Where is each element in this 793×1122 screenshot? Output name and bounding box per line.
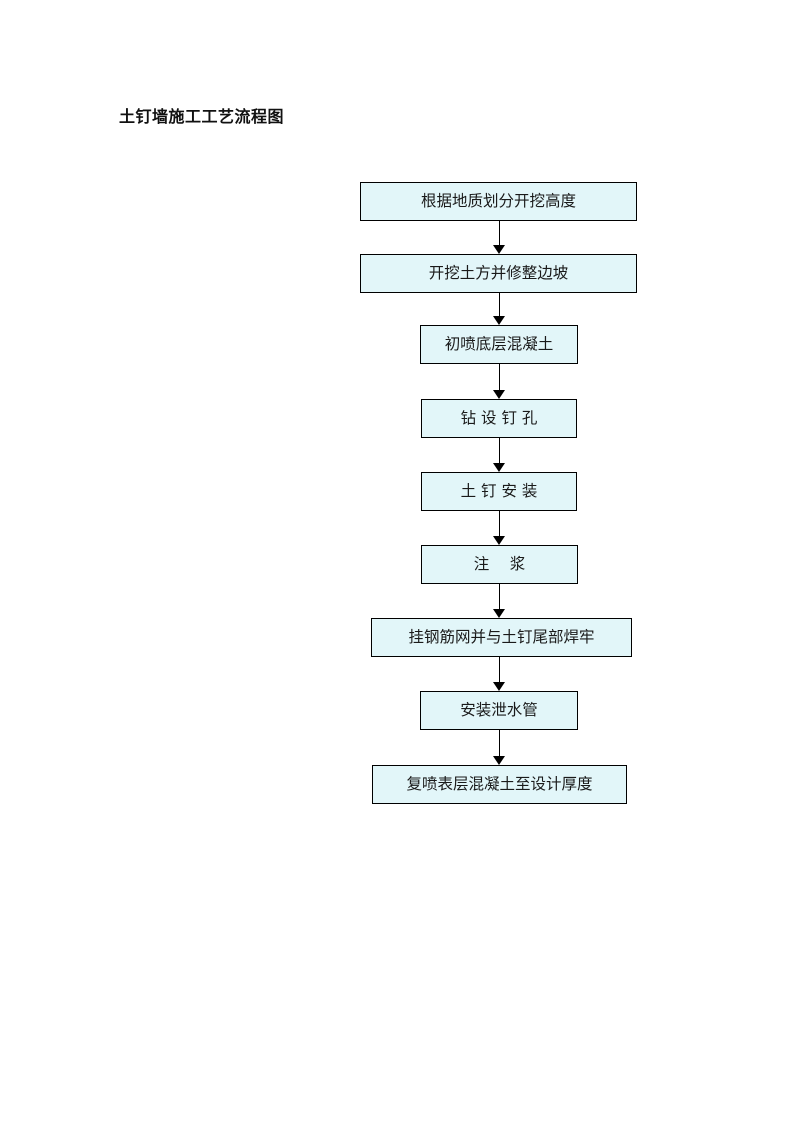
flow-arrow bbox=[493, 221, 506, 254]
arrow-line bbox=[499, 657, 500, 682]
flow-arrow bbox=[493, 364, 506, 399]
arrow-line bbox=[499, 438, 500, 463]
arrow-line bbox=[499, 293, 500, 316]
flow-node-step-3: 初喷底层混凝土 bbox=[420, 325, 578, 364]
flow-node-label: 复喷表层混凝土至设计厚度 bbox=[406, 774, 593, 793]
flow-arrow bbox=[493, 293, 506, 325]
flow-node-step-1: 根据地质划分开挖高度 bbox=[360, 182, 637, 221]
flow-node-label: 根据地质划分开挖高度 bbox=[420, 191, 576, 210]
arrow-line bbox=[499, 730, 500, 756]
arrow-head-icon bbox=[493, 245, 505, 254]
flow-node-label: 初喷底层混凝土 bbox=[444, 334, 554, 353]
arrow-line bbox=[499, 364, 500, 390]
flow-node-label: 开挖土方并修整边坡 bbox=[428, 263, 569, 282]
arrow-line bbox=[499, 584, 500, 609]
flow-node-step-9: 复喷表层混凝土至设计厚度 bbox=[372, 765, 627, 804]
flow-node-label: 钻 设 钉 孔 bbox=[460, 408, 538, 427]
arrow-line bbox=[499, 221, 500, 245]
arrow-head-icon bbox=[493, 609, 505, 618]
page-title: 土钉墙施工工艺流程图 bbox=[119, 107, 285, 126]
flow-node-step-4: 钻 设 钉 孔 bbox=[421, 399, 577, 438]
flow-node-label: 挂钢筋网并与土钉尾部焊牢 bbox=[408, 627, 595, 646]
flow-node-step-6: 注 浆 bbox=[421, 545, 578, 584]
flow-node-label: 土 钉 安 装 bbox=[460, 481, 538, 500]
flow-arrow bbox=[493, 438, 506, 472]
flow-arrow bbox=[493, 584, 506, 618]
flow-node-step-5: 土 钉 安 装 bbox=[421, 472, 577, 511]
flow-node-step-8: 安装泄水管 bbox=[420, 691, 578, 730]
arrow-head-icon bbox=[493, 756, 505, 765]
flow-arrow bbox=[493, 657, 506, 691]
flow-node-label: 注 浆 bbox=[473, 554, 526, 573]
flow-node-step-7: 挂钢筋网并与土钉尾部焊牢 bbox=[371, 618, 632, 657]
flow-node-step-2: 开挖土方并修整边坡 bbox=[360, 254, 637, 293]
flow-node-label: 安装泄水管 bbox=[460, 700, 538, 719]
arrow-head-icon bbox=[493, 316, 505, 325]
arrow-line bbox=[499, 511, 500, 536]
arrow-head-icon bbox=[493, 682, 505, 691]
arrow-head-icon bbox=[493, 390, 505, 399]
flow-arrow bbox=[493, 511, 506, 545]
arrow-head-icon bbox=[493, 463, 505, 472]
flow-arrow bbox=[493, 730, 506, 765]
arrow-head-icon bbox=[493, 536, 505, 545]
